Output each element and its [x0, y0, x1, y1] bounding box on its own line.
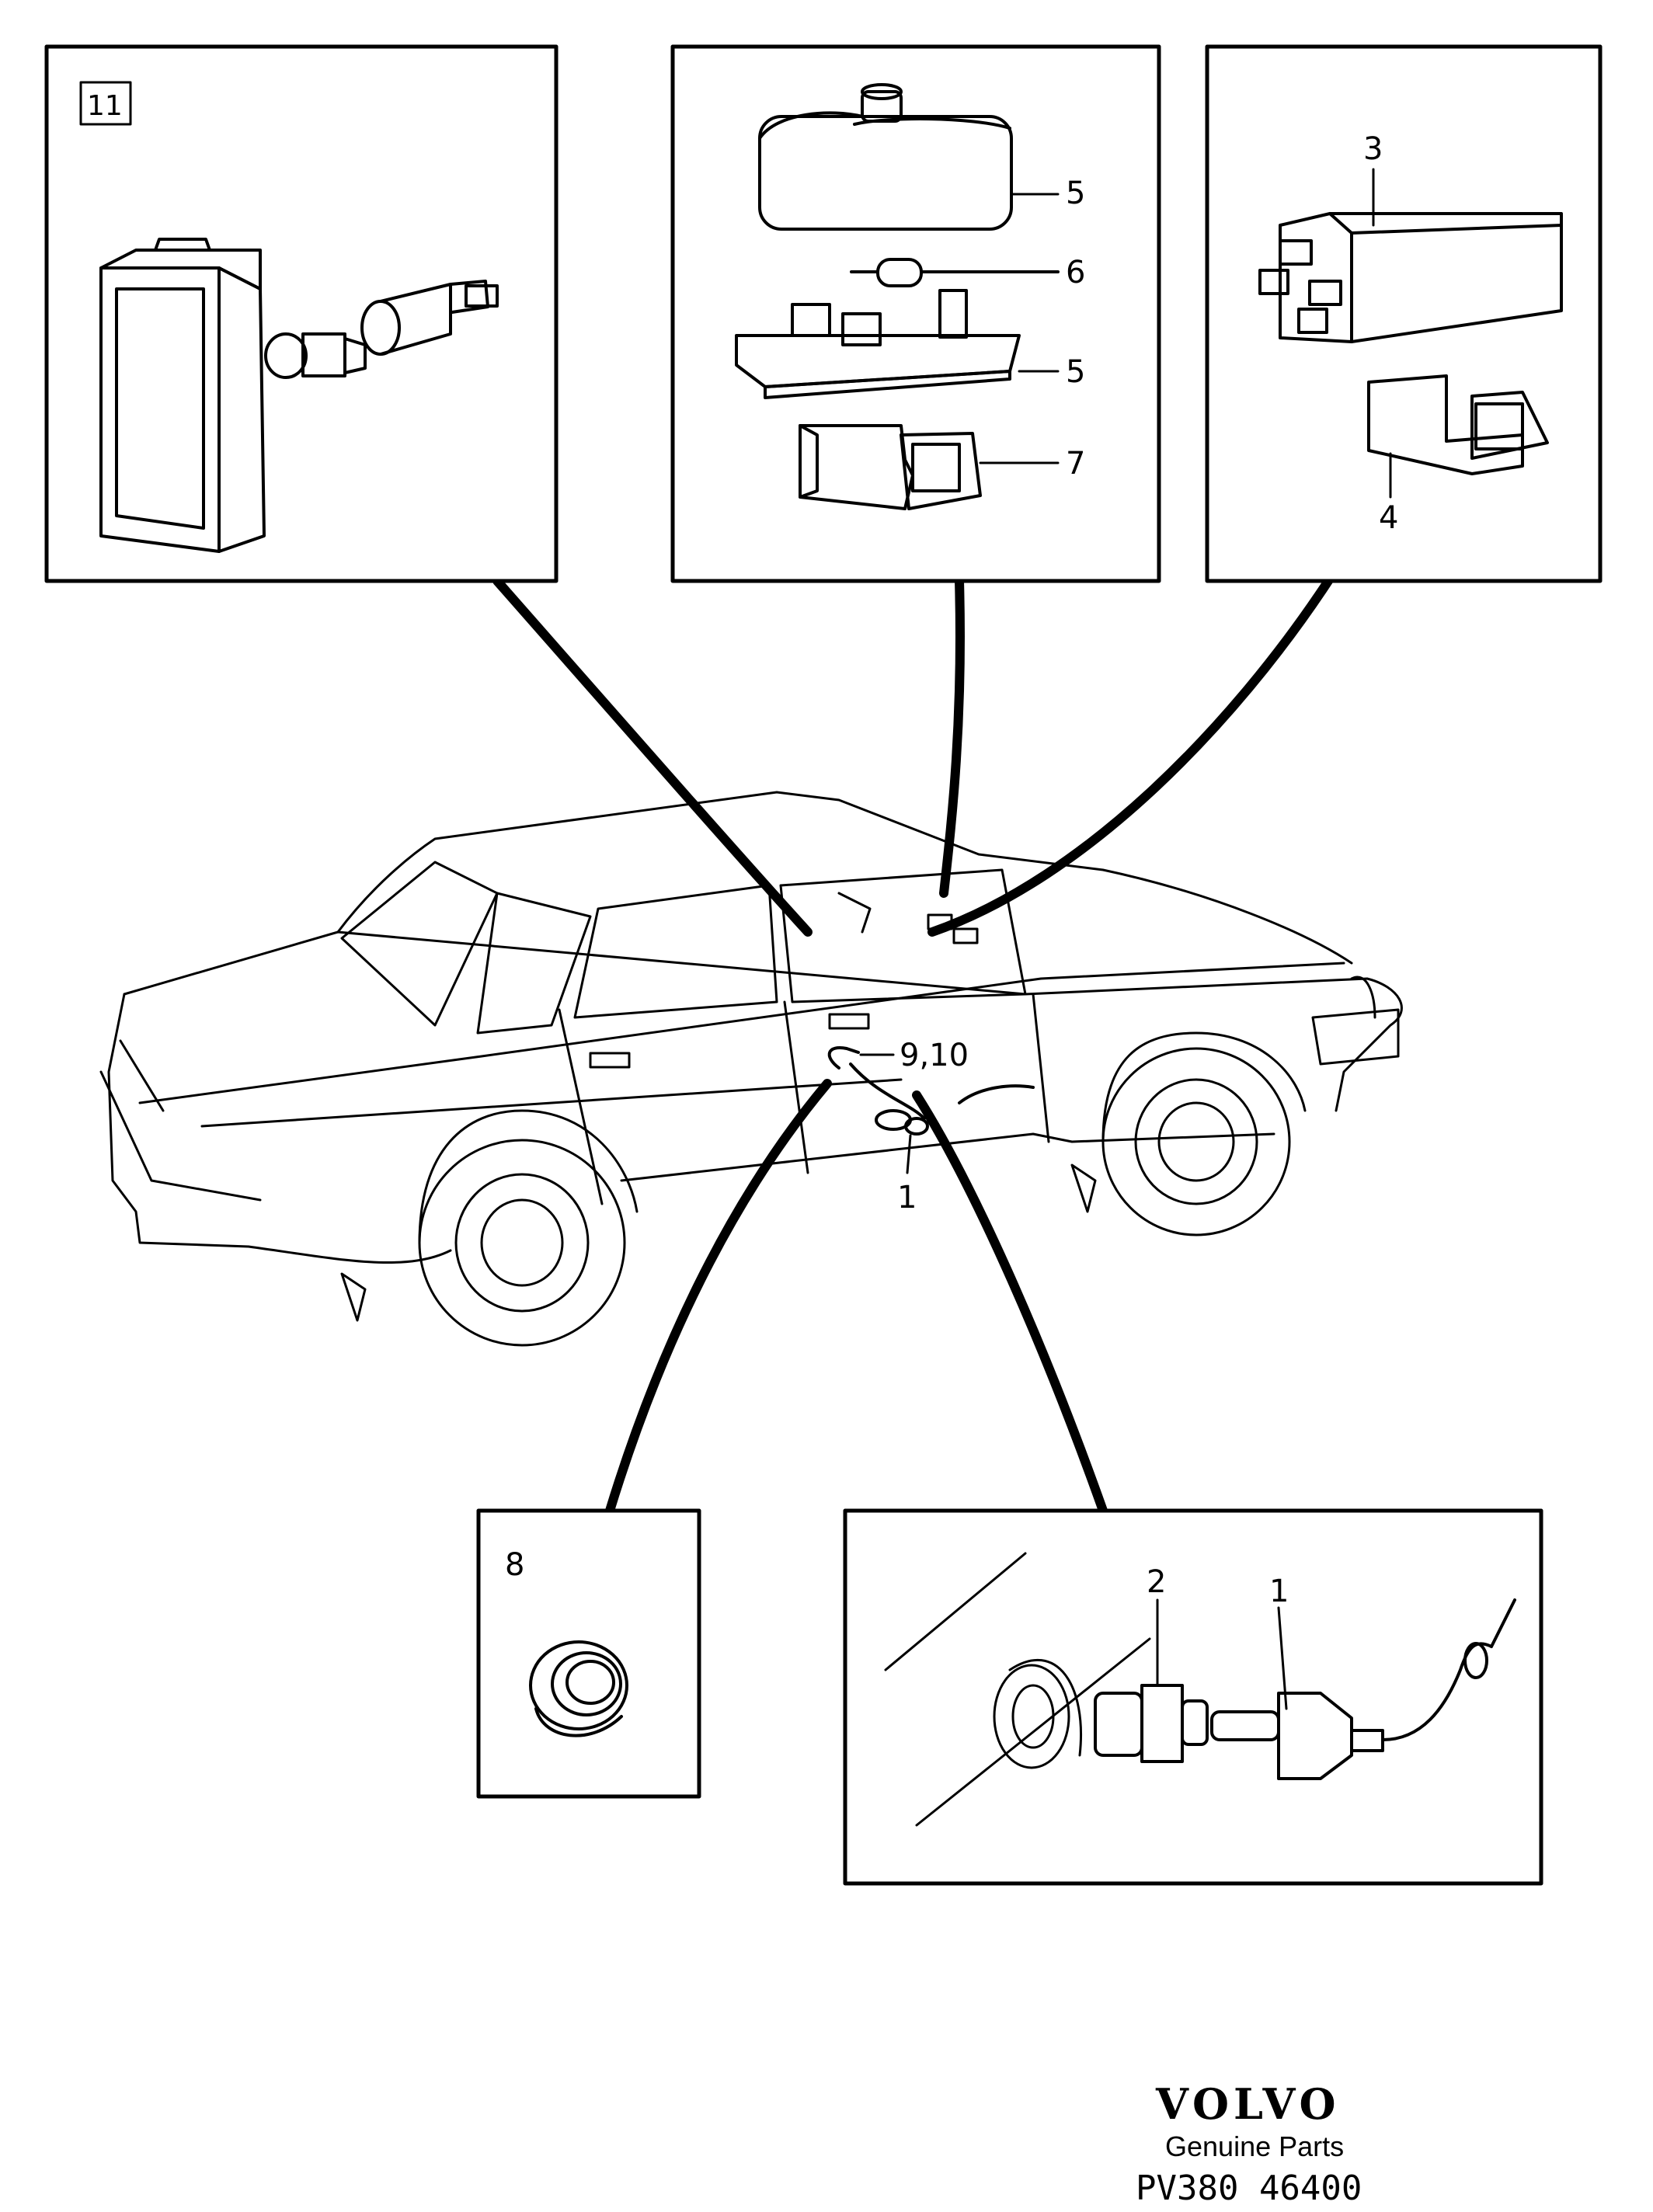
- panel-lamp: 11: [44, 44, 559, 583]
- callout-wiring: 9,10: [900, 1038, 969, 1073]
- panel-frame: [44, 44, 559, 583]
- leader-panel-grommet: [605, 1079, 832, 1515]
- callout-holder-clip: 7: [1066, 446, 1085, 482]
- adapter-nipple-icon: [1094, 1684, 1209, 1763]
- tank-icon: [758, 83, 1013, 231]
- brand-tagline: Genuine Parts: [1165, 2130, 1344, 2162]
- leader-lines: [492, 576, 1333, 1515]
- relay-icon: [1258, 212, 1563, 343]
- panel-frame: [843, 1508, 1543, 1886]
- sensor-icon: [1210, 1598, 1516, 1780]
- rear-wheel: [418, 1139, 626, 1347]
- leader-panel-left: [492, 576, 813, 937]
- callout-door-sender: 1: [897, 1180, 917, 1216]
- bracket-plate-icon: [735, 289, 1060, 399]
- panel-frame: [670, 44, 1161, 583]
- engine-block-icon: [884, 1552, 1151, 1827]
- panel-relay: 3 4: [1205, 44, 1603, 583]
- leader-panel-sensor: [912, 1090, 1108, 1515]
- callout-relay-holder: 4: [1379, 500, 1398, 536]
- ref-box-label: 11: [87, 90, 123, 122]
- front-wheel: [1101, 1047, 1291, 1236]
- lamp-housing-icon: [99, 238, 266, 553]
- callout-cylinder: 6: [1066, 255, 1085, 290]
- grommet-icon: [529, 1640, 628, 1737]
- car-illustration-icon: [99, 791, 1403, 1347]
- callout-relay: 3: [1363, 131, 1383, 167]
- callout-bracket: 5: [1066, 354, 1085, 390]
- panel-sensor: 2 1: [843, 1508, 1543, 1886]
- relay-holder-icon: [1367, 374, 1549, 475]
- ref-box: [79, 81, 132, 126]
- leader-panel-center: [939, 576, 965, 898]
- leader-panel-right: [927, 576, 1333, 937]
- callout-grommet: 8: [505, 1547, 524, 1583]
- panel-tank: 5 6 5 7: [670, 44, 1161, 583]
- callout-sensor: 1: [1269, 1574, 1289, 1609]
- brand-logo: VOLVO: [1155, 2079, 1341, 2129]
- holder-clip-icon: [799, 424, 1060, 510]
- diagram-ref-code: PV380 46400: [1136, 2169, 1362, 2208]
- socket-icon: [360, 280, 499, 356]
- door-wiring-icon: [827, 1046, 1035, 1136]
- brand-block: VOLVO Genuine Parts PV380 46400: [1136, 2079, 1362, 2208]
- callout-adapter: 2: [1147, 1564, 1166, 1600]
- callout-tank: 5: [1066, 176, 1085, 211]
- panel-grommet: 8: [476, 1508, 701, 1799]
- cylinder-icon: [850, 258, 1060, 287]
- bulb-icon: [264, 332, 367, 379]
